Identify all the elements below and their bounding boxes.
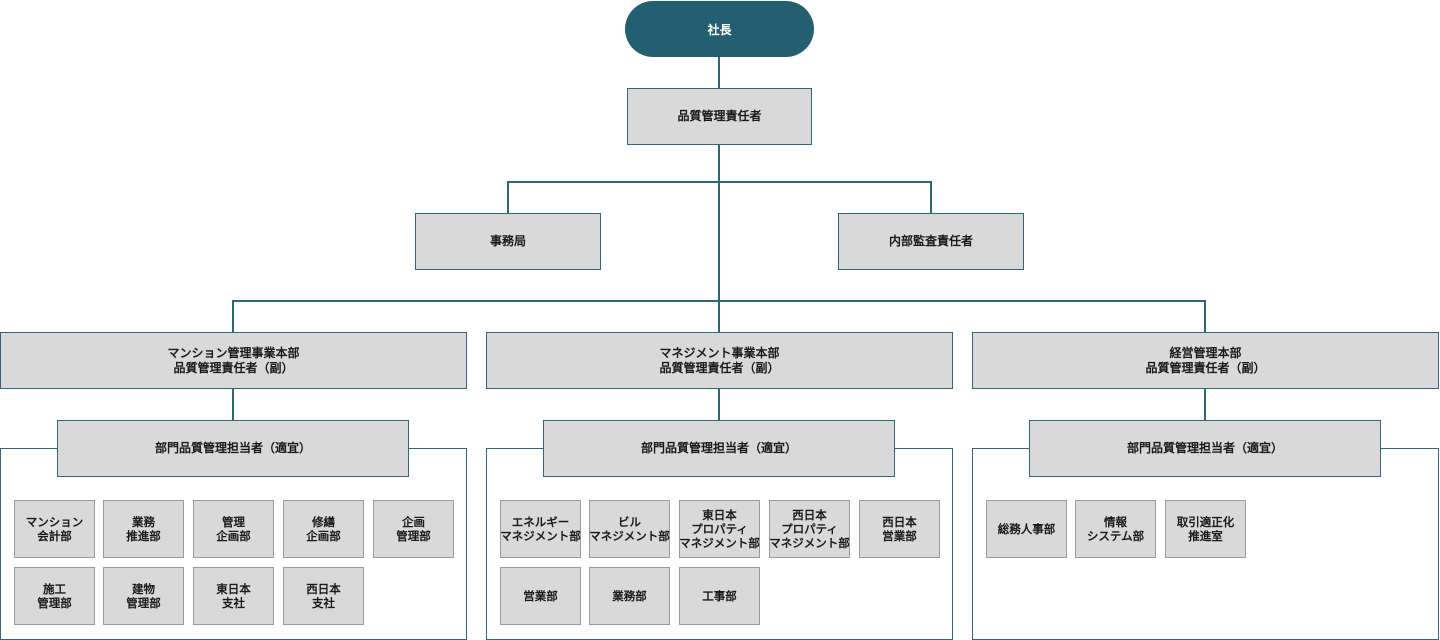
unit-label-line: 企画部 — [306, 529, 341, 543]
unit-label-line: 管理部 — [37, 596, 72, 610]
unit-label-line: 営業部 — [523, 589, 558, 603]
unit-box: 西日本 プロパティ マネジメント部 — [769, 500, 850, 558]
unit-label-line: マネジメント部 — [589, 529, 670, 543]
unit-label-line: 総務人事部 — [997, 522, 1056, 536]
quality-manager-node: 品質管理責任者 — [627, 88, 812, 145]
unit-label-line: 推進部 — [126, 529, 161, 543]
internal-audit-node: 内部監査責任者 — [838, 213, 1024, 270]
unit-label-line: 管理 — [222, 515, 245, 529]
unit-box: 企画 管理部 — [373, 500, 454, 558]
unit-box: 西日本 営業部 — [859, 500, 940, 558]
unit-label-line: 企画 — [402, 515, 425, 529]
department-officer-node: 部門品質管理担当者（適宜） — [57, 420, 409, 477]
division-head-line: 品質管理責任者（副） — [173, 360, 294, 375]
unit-label-line: 西日本 — [306, 582, 341, 596]
unit-box: 業務部 — [589, 567, 670, 625]
unit-box: 工事部 — [679, 567, 760, 625]
president-label: 社長 — [707, 22, 732, 37]
unit-label-line: 西日本 — [882, 515, 917, 529]
unit-label-line: マネジメント部 — [769, 536, 850, 550]
unit-label-line: ビル — [618, 515, 641, 529]
department-officer-label: 部門品質管理担当者（適宜） — [154, 441, 311, 455]
division-head-line: マネジメント事業本部 — [659, 345, 780, 360]
division-head-node: マンション管理事業本部 品質管理責任者（副） — [0, 332, 467, 389]
department-officer-node: 部門品質管理担当者（適宜） — [1029, 420, 1381, 477]
unit-label-line: 東日本 — [702, 508, 737, 522]
unit-box: 西日本 支社 — [283, 567, 364, 625]
internal-audit-label: 内部監査責任者 — [888, 234, 973, 248]
unit-label-line: 業務部 — [612, 589, 647, 603]
division-head-line: 品質管理責任者（副） — [1145, 360, 1266, 375]
unit-box: 情報 システム部 — [1075, 500, 1156, 558]
unit-label-line: 業務 — [132, 515, 155, 529]
division-head-line: 経営管理本部 — [1169, 345, 1242, 360]
department-officer-label: 部門品質管理担当者（適宜） — [1126, 441, 1283, 455]
unit-label-line: 工事部 — [702, 589, 737, 603]
unit-label-line: 会計部 — [37, 529, 72, 543]
unit-label-line: 営業部 — [882, 529, 917, 543]
unit-label-line: 建物 — [132, 582, 155, 596]
division-head-line: マンション管理事業本部 — [167, 345, 300, 360]
unit-box: 管理 企画部 — [193, 500, 274, 558]
unit-label-line: 推進室 — [1188, 529, 1223, 543]
unit-label-line: 管理部 — [126, 596, 161, 610]
unit-label-line: マネジメント部 — [679, 536, 760, 550]
unit-box: 施工 管理部 — [14, 567, 95, 625]
unit-label-line: 東日本 — [216, 582, 251, 596]
division-head-node: 経営管理本部 品質管理責任者（副） — [972, 332, 1439, 389]
quality-manager-label: 品質管理責任者 — [677, 109, 762, 123]
unit-label-line: 支社 — [222, 596, 245, 610]
unit-label-line: 西日本 — [792, 508, 827, 522]
secretariat-node: 事務局 — [415, 213, 601, 270]
unit-label-line: 管理部 — [396, 529, 431, 543]
unit-box: 営業部 — [500, 567, 581, 625]
unit-box: ビル マネジメント部 — [589, 500, 670, 558]
unit-box: エネルギー マネジメント部 — [500, 500, 581, 558]
unit-box: 東日本 プロパティ マネジメント部 — [679, 500, 760, 558]
unit-box: 修繕 企画部 — [283, 500, 364, 558]
unit-box: 業務 推進部 — [103, 500, 184, 558]
unit-label-line: エネルギー — [511, 515, 570, 529]
unit-label-line: 取引適正化 — [1176, 515, 1235, 529]
unit-box: 取引適正化 推進室 — [1165, 500, 1246, 558]
unit-label-line: 情報 — [1104, 515, 1127, 529]
unit-label-line: システム部 — [1086, 529, 1145, 543]
unit-label-line: マネジメント部 — [500, 529, 581, 543]
unit-box: 建物 管理部 — [103, 567, 184, 625]
unit-box: マンション 会計部 — [14, 500, 95, 558]
unit-label-line: マンション — [25, 515, 84, 529]
department-officer-node: 部門品質管理担当者（適宜） — [543, 420, 895, 477]
department-officer-label: 部門品質管理担当者（適宜） — [640, 441, 797, 455]
unit-label-line: 修繕 — [312, 515, 335, 529]
unit-label-line: 施工 — [43, 582, 66, 596]
unit-label-line: 支社 — [312, 596, 335, 610]
unit-label-line: 企画部 — [216, 529, 251, 543]
unit-label-line: プロパティ — [781, 522, 838, 536]
division-head-line: 品質管理責任者（副） — [659, 360, 780, 375]
unit-box: 総務人事部 — [986, 500, 1067, 558]
unit-label-line: プロパティ — [691, 522, 748, 536]
president-node: 社長 — [625, 1, 814, 57]
unit-box: 東日本 支社 — [193, 567, 274, 625]
division-head-node: マネジメント事業本部 品質管理責任者（副） — [486, 332, 953, 389]
secretariat-label: 事務局 — [489, 234, 526, 248]
